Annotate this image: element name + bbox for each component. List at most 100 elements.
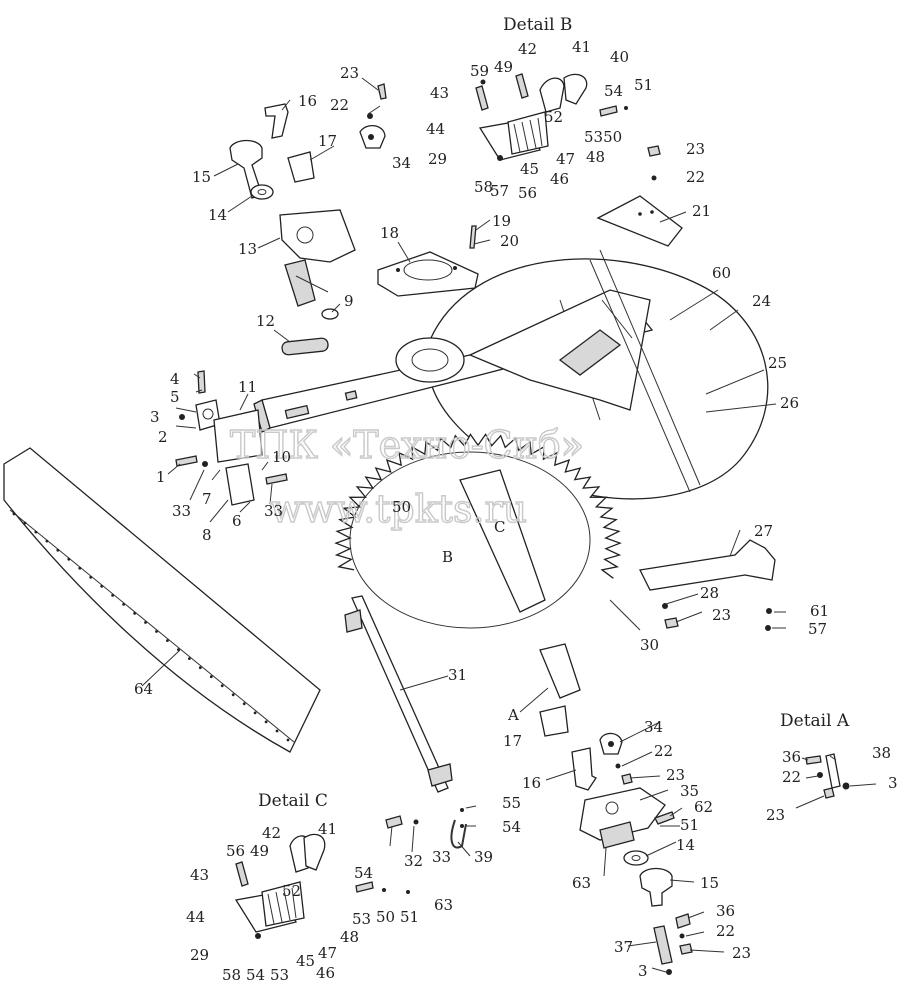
callout-29-c: 29 [190,946,209,964]
callout-33: 33 [172,502,191,520]
watermark-line1: ТПК «Техно-Сиб» [230,423,584,467]
callout-21: 21 [692,202,711,220]
callout-33-b: 33 [264,502,283,520]
callout-49: 49 [494,58,513,76]
blade-hole [111,594,114,597]
pin-36-bottom [675,913,691,929]
callout-51: 51 [680,816,699,834]
callout-2: 2 [158,428,168,446]
dozer-blade-64 [3,447,321,753]
pin-15-bottom [639,867,673,907]
nut-55 [460,808,464,812]
callout-1: 1 [156,468,166,486]
bearing-housing-18 [377,251,479,297]
callout-32: 32 [404,852,423,870]
callout-7: 7 [202,490,212,508]
blade-hole [166,639,169,642]
plate-21 [596,195,683,247]
callout-22: 22 [330,96,349,114]
callout-44: 44 [426,120,445,138]
callout-53-c: 53 [352,910,371,928]
callout-22-a: 22 [782,768,801,786]
callout-54-b: 54 [604,82,623,100]
clamp-34-top [359,125,386,149]
callout-26: 26 [780,394,799,412]
callout-19: 19 [492,212,511,230]
sleeve-16-top [264,103,289,139]
blade-hole [23,521,27,525]
callout-60: 60 [712,264,731,282]
callout-23-d: 23 [666,766,685,784]
callout-54: 54 [502,818,521,836]
callout-4: 4 [170,370,180,388]
callout-62: 62 [694,798,713,816]
blade-hole [275,729,279,733]
callout-50-c: 50 [376,908,395,926]
nut-61 [766,608,772,614]
callout-3-a: 3 [888,774,898,792]
callout-61: 61 [810,602,829,620]
callout-17: 17 [318,132,337,150]
callout-46-c: 46 [316,964,335,982]
bolt-23-low [679,943,693,955]
callout-14-b: 14 [676,836,695,854]
callout-63: 63 [572,874,591,892]
callout-29: 29 [428,150,447,168]
nut-28 [662,603,668,609]
blade-hole [242,702,246,706]
callout-58: 58 [474,178,493,196]
callout-20: 20 [500,232,519,250]
washer-14-bottom [623,850,649,866]
callout-B: B [442,548,453,566]
leader-lines [141,77,877,973]
callout-52: 52 [544,108,563,126]
blade-hole [188,657,191,660]
callout-34: 34 [392,154,411,172]
callout-38: 38 [872,744,891,762]
blade-hole [264,720,268,724]
nut-22-right [651,175,657,181]
callout-47-c: 47 [318,944,337,962]
watermark-line2: www.tpkts.ru [270,487,527,531]
blade-hole [45,539,49,543]
callout-23-c: 23 [712,606,731,624]
callout-25: 25 [768,354,787,372]
callout-16: 16 [298,92,317,110]
callout-59: 59 [470,62,489,80]
blade-hole [12,512,16,516]
callout-41-c: 41 [318,820,337,838]
blade-hole [34,530,38,534]
bracket-35 [579,787,666,849]
pivot-housing [395,337,465,383]
detail-a-title: Detail A [780,711,850,731]
bracket-A [539,643,581,699]
callout-8: 8 [202,526,212,544]
callout-48-c: 48 [340,928,359,946]
sleeve-16-bottom [571,747,597,791]
strut-31 [344,595,453,793]
blade-hole [100,584,104,588]
callout-54-d: 54 [246,966,265,984]
callout-41: 41 [572,38,591,56]
callout-9: 9 [344,292,354,310]
bolt-19 [469,225,477,249]
blade-hole [56,548,60,552]
blade-hole [122,603,125,606]
bolt-23-top [377,83,387,100]
detail-b-title: Detail B [503,15,572,35]
callout-22-d: 22 [716,922,735,940]
callout-10: 10 [272,448,291,466]
blade-hole [253,711,257,715]
hinge-assembly-left [175,370,288,506]
callout-18: 18 [380,224,399,242]
callout-39: 39 [474,848,493,866]
callout-24: 24 [752,292,771,310]
callout-52-c: 52 [282,882,301,900]
callout-45: 45 [520,160,539,178]
blade-hole [231,693,235,697]
detail-c-parts [234,833,410,939]
callout-13: 13 [238,240,257,258]
pin-62 [654,811,675,825]
